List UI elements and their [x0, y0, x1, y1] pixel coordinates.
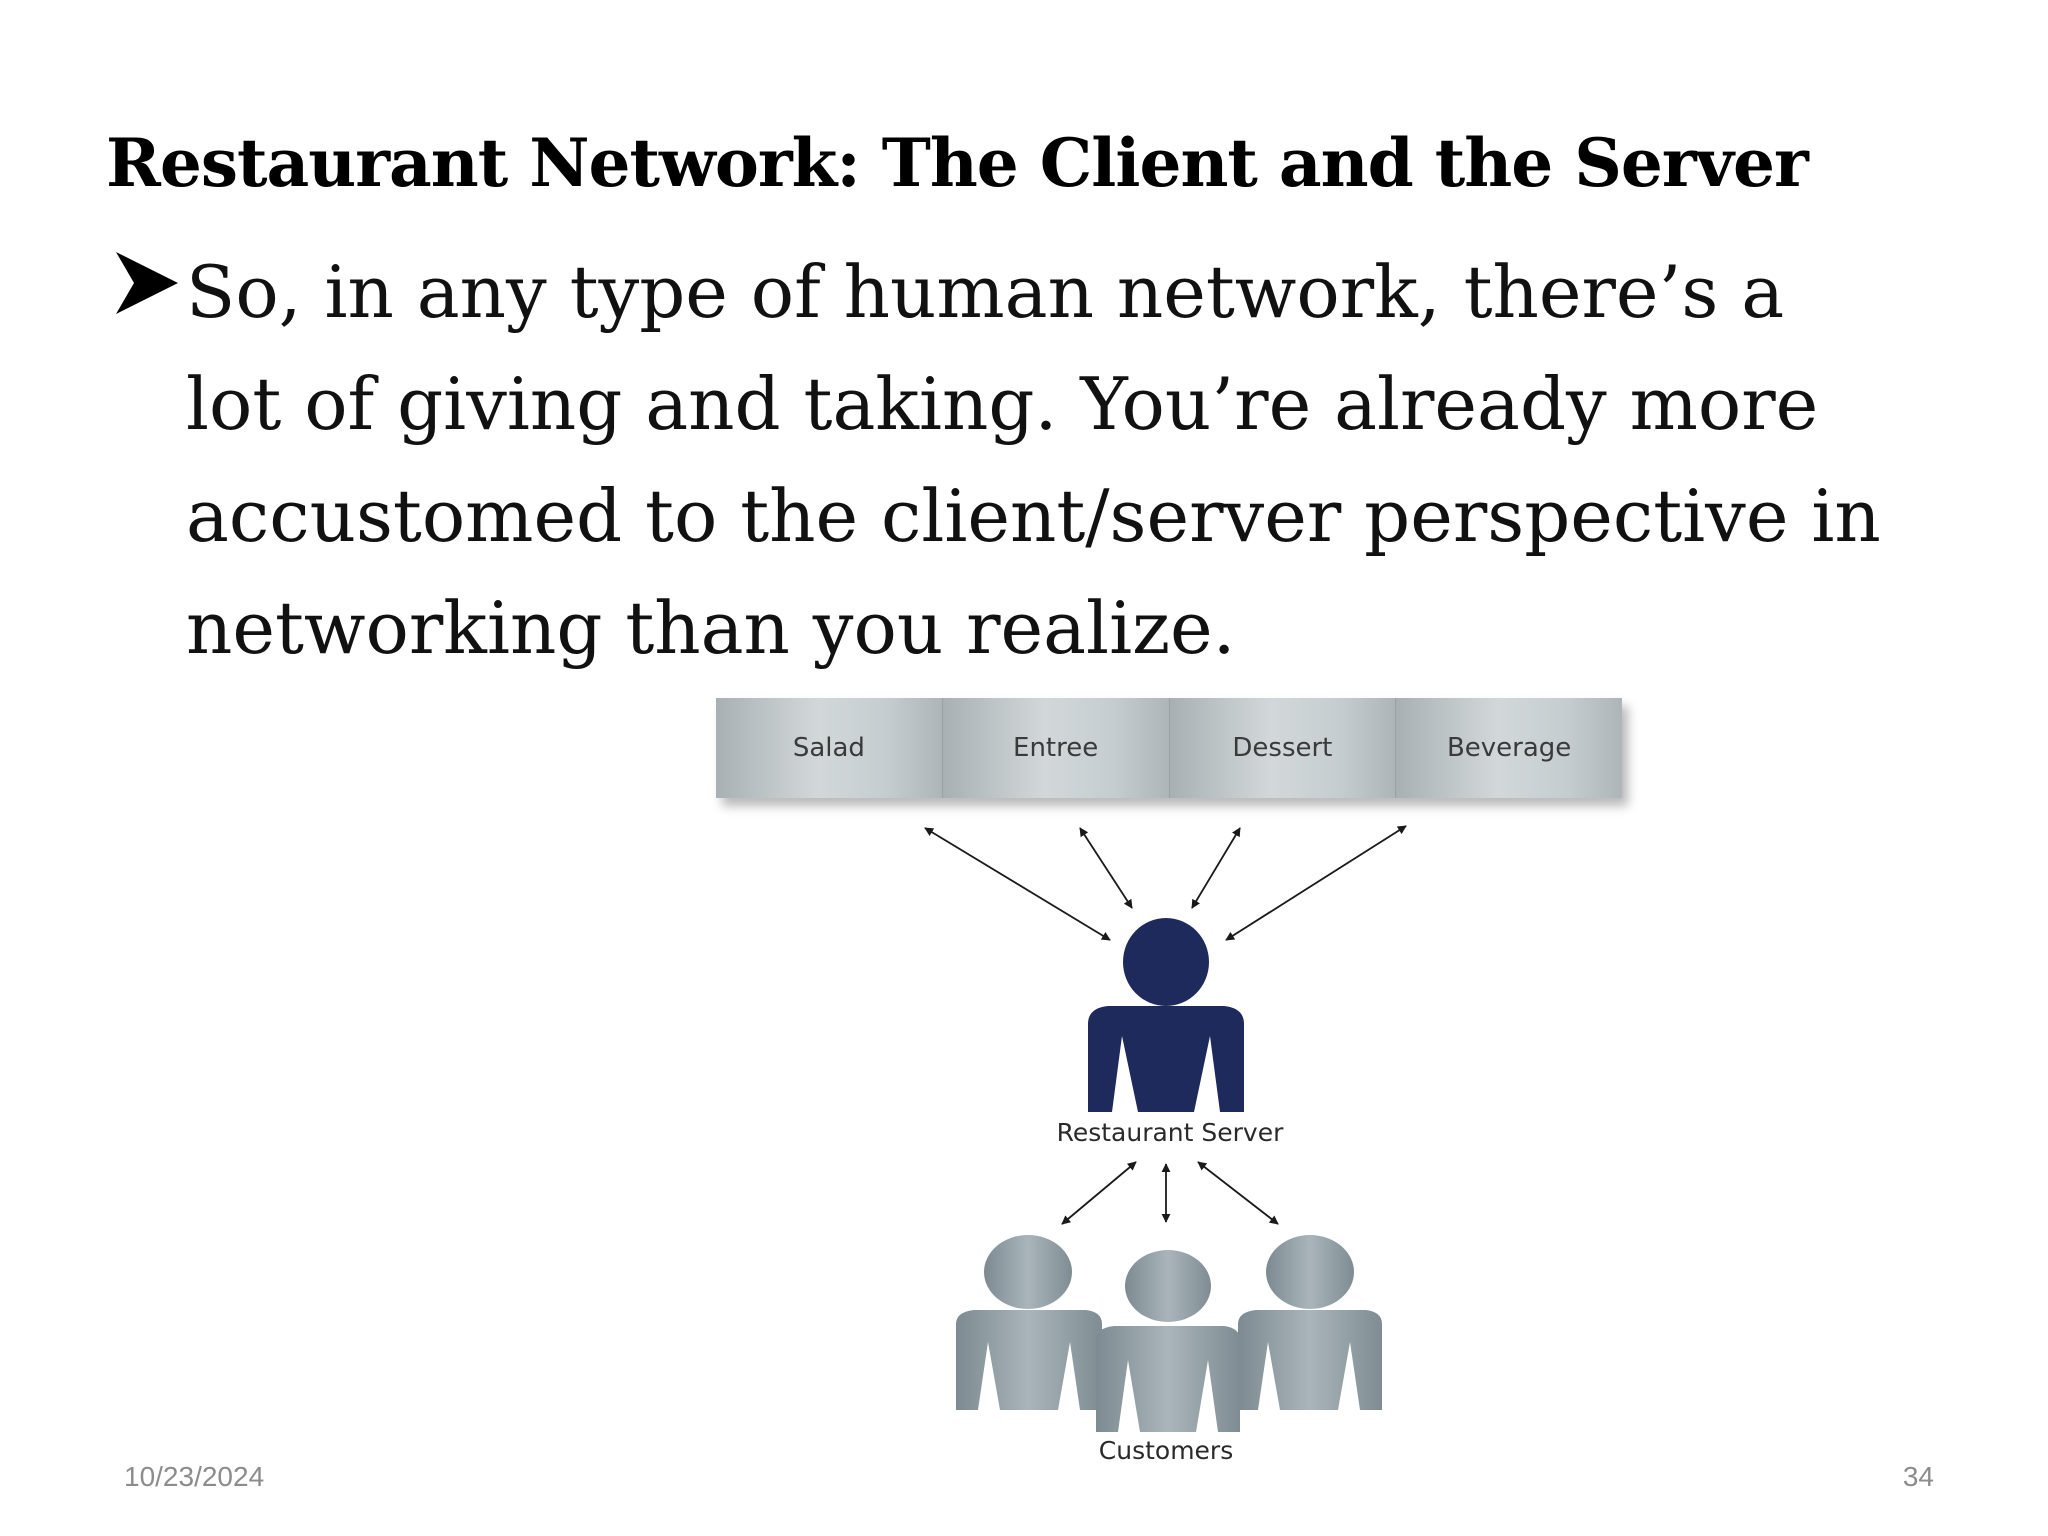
arrow-server-customer-left	[1061, 1161, 1137, 1225]
arrow-server-customer-right	[1197, 1161, 1279, 1225]
menu-item-dessert: Dessert	[1169, 698, 1397, 798]
server-customer-arrows	[1061, 1161, 1279, 1225]
customers-label: Customers	[1098, 1436, 1234, 1465]
arrowhead-bullet-icon	[116, 252, 178, 314]
arrow-beverage-server	[1225, 825, 1407, 941]
customer-left-icon	[956, 1235, 1102, 1410]
page-number: 34	[1902, 1461, 1934, 1492]
bullet-text: So, in any type of human network, there’…	[186, 236, 2046, 684]
bullet-line: So, in any type of human network, there’…	[186, 250, 1785, 334]
menu-item-beverage: Beverage	[1396, 698, 1622, 798]
customer-middle-icon	[1096, 1250, 1240, 1432]
restaurant-server-label: Restaurant Server	[1056, 1118, 1284, 1147]
footer-date: 10/23/2024	[124, 1461, 265, 1492]
bullet-line: accustomed to the client/server perspect…	[186, 474, 1881, 558]
slide-title: Restaurant Network: The Client and the S…	[106, 124, 1809, 202]
bullet-line: networking than you realize.	[186, 586, 1236, 670]
arrow-dessert-server	[1191, 827, 1241, 909]
arrow-entree-server	[1079, 827, 1133, 909]
bullet-line: lot of giving and taking. You’re already…	[186, 362, 1819, 446]
menu-bar: Salad Entree Dessert Beverage	[716, 698, 1622, 798]
diagram-graphics	[924, 825, 1407, 1432]
customer-right-icon	[1238, 1235, 1382, 1410]
arrow-salad-server	[924, 827, 1111, 941]
client-server-diagram: Salad Entree Dessert Beverage	[710, 694, 1630, 1484]
menu-server-arrows	[924, 825, 1407, 941]
menu-item-entree: Entree	[942, 698, 1170, 798]
menu-item-salad: Salad	[716, 698, 943, 798]
server-person-icon	[1088, 918, 1244, 1112]
